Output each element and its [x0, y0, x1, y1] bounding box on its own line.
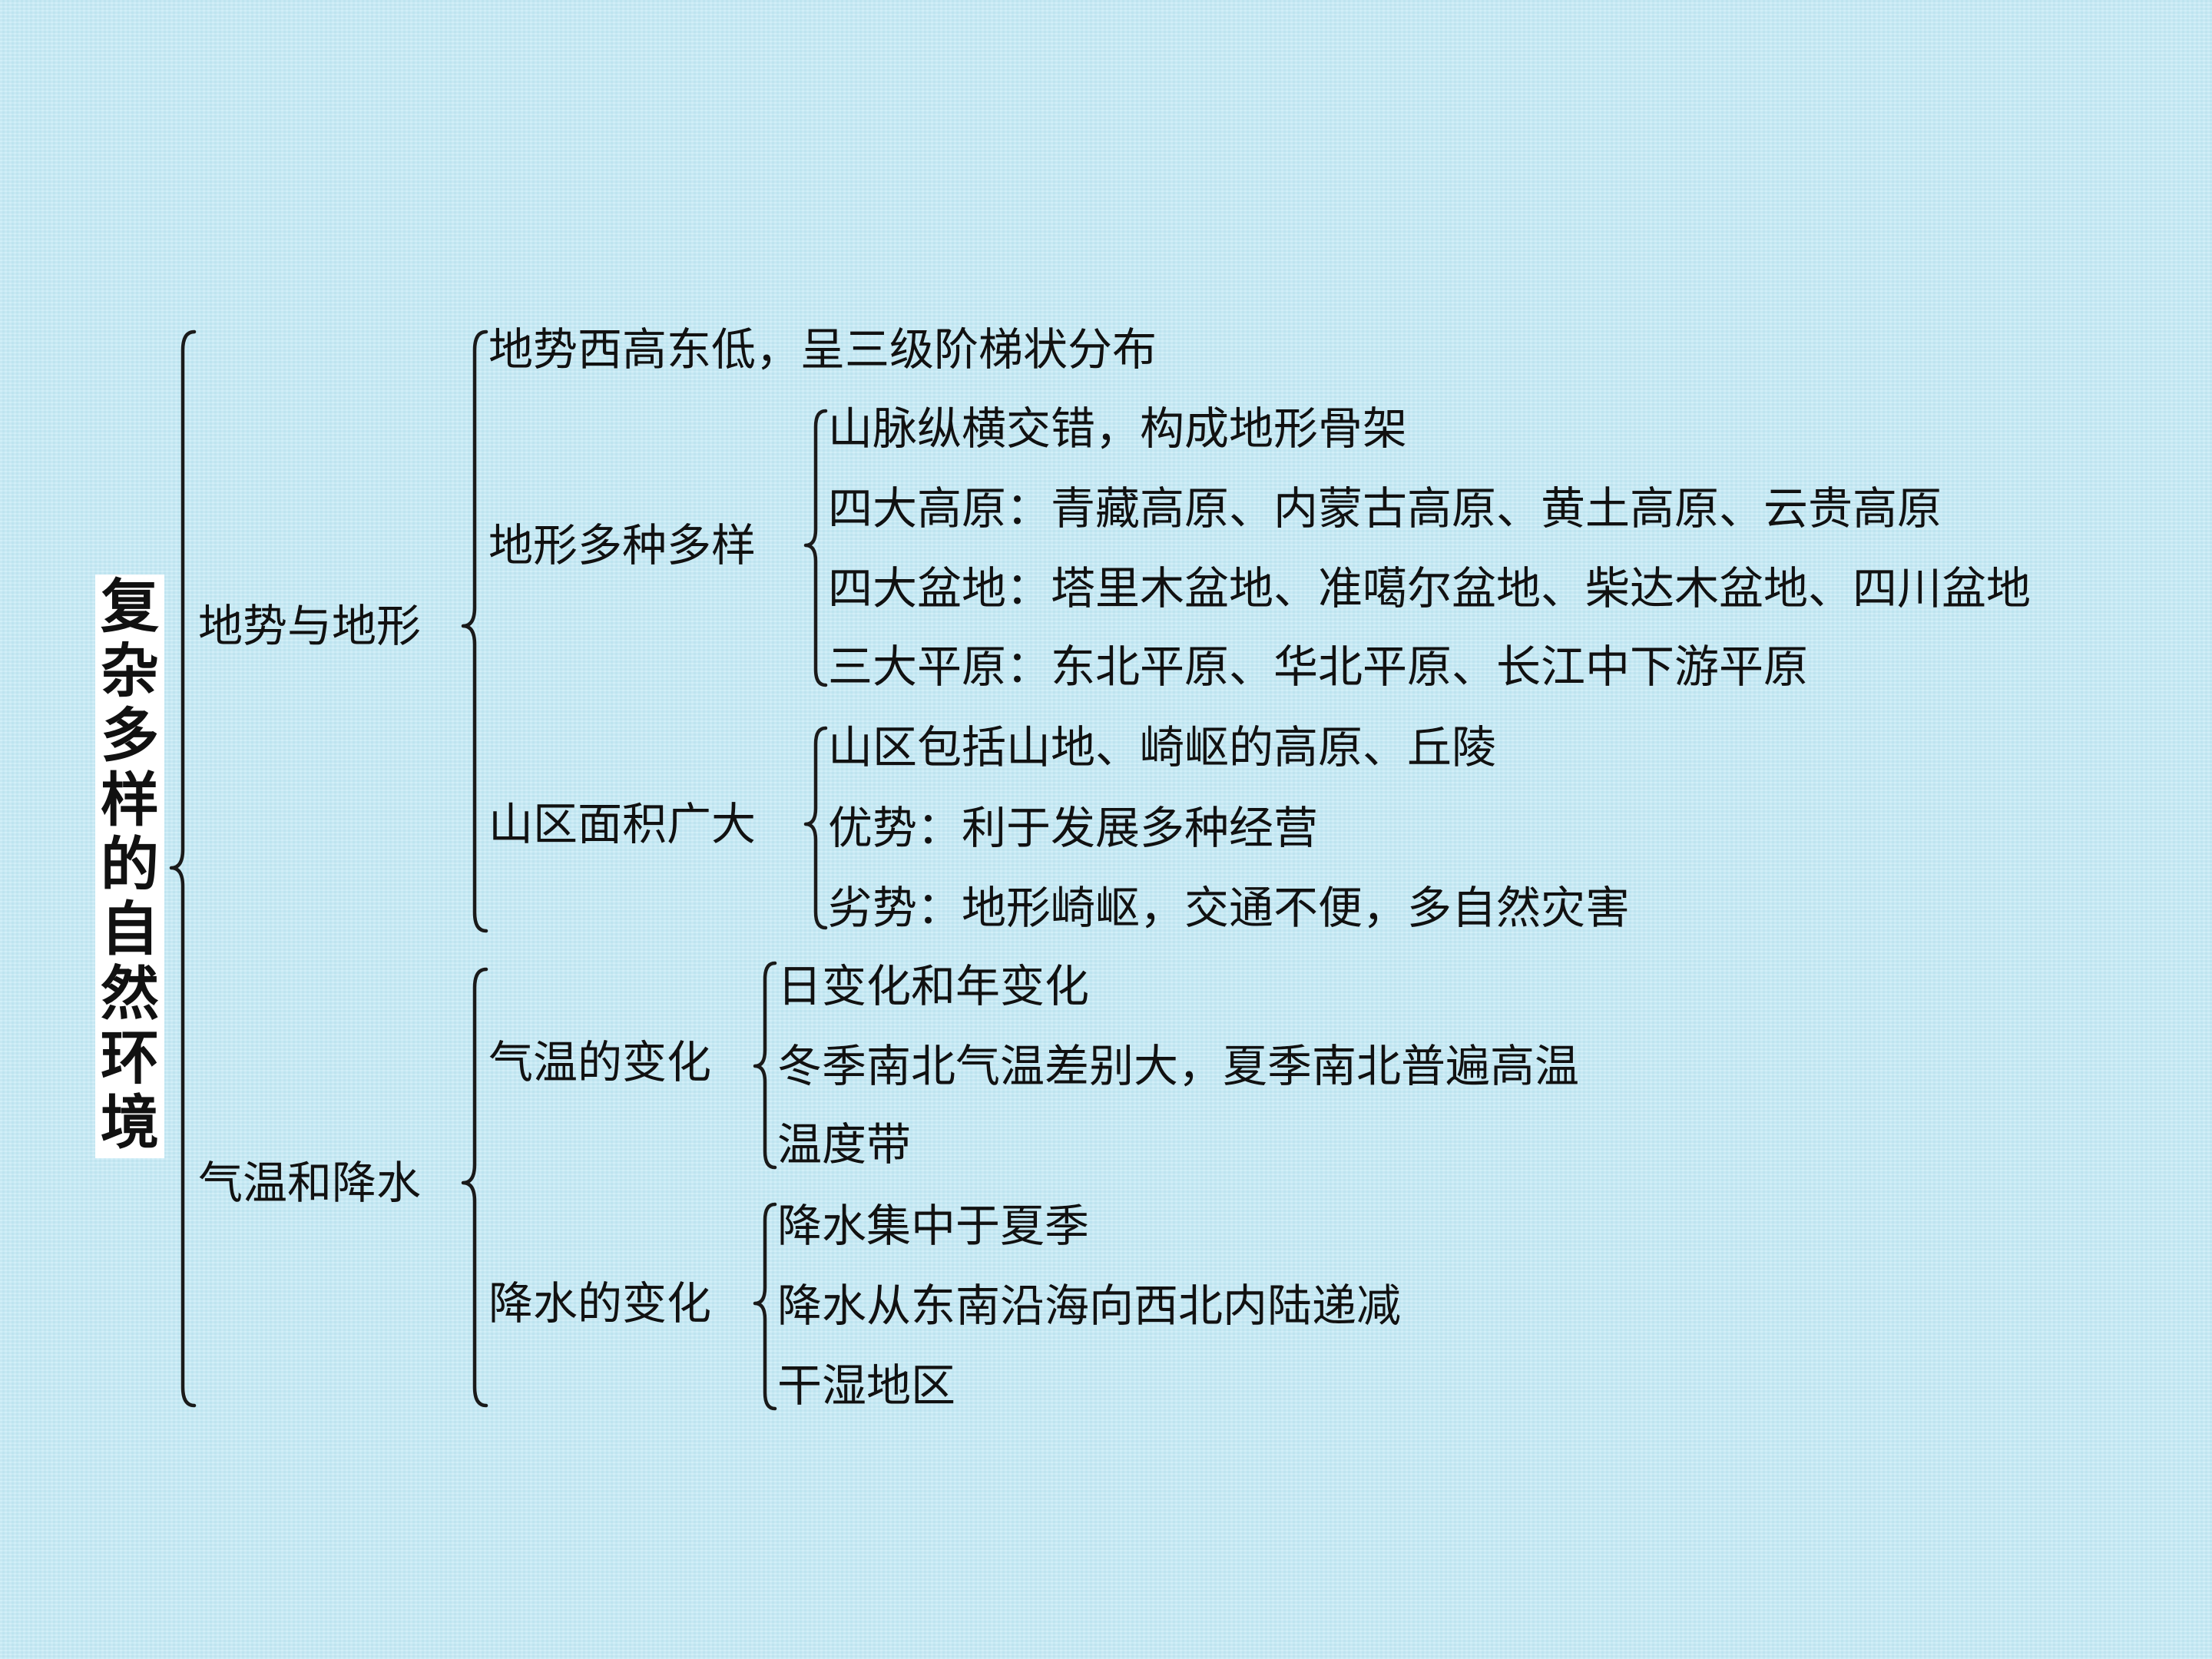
item-four-basins: 四大盆地：塔里木盆地、准噶尔盆地、柴达木盆地、四川盆地: [828, 562, 2032, 614]
item-mountain-includes: 山区包括山地、崎岖的高原、丘陵: [828, 721, 1497, 773]
item-three-plains: 三大平原：东北平原、华北平原、长江中下游平原: [828, 641, 1809, 693]
item-advantage: 优势：利于发展多种经营: [828, 802, 1319, 854]
title-char: 复: [101, 572, 159, 641]
title-char: 样: [101, 766, 159, 834]
branch-terrain: 地势与地形: [198, 600, 422, 652]
title-char: 然: [101, 959, 159, 1028]
title-char: 杂: [101, 637, 159, 705]
topic-mountain-area: 山区面积广大: [488, 798, 757, 850]
brace-temperature: [753, 961, 777, 1170]
main-title: 复 杂 多 样 的 自 然 环 境: [95, 575, 164, 1158]
title-char: 自: [101, 895, 159, 963]
topic-elevation: 地势西高东低，呈三级阶梯状分布: [488, 323, 1157, 376]
title-char: 的: [101, 830, 159, 899]
brace-root: [169, 329, 197, 1408]
item-dry-wet-regions: 干湿地区: [777, 1359, 956, 1412]
topic-precipitation: 降水的变化: [488, 1277, 712, 1330]
item-daily-annual: 日变化和年变化: [777, 960, 1090, 1012]
branch-climate: 气温和降水: [198, 1157, 422, 1209]
item-disadvantage: 劣势：地形崎岖，交通不便，多自然灾害: [828, 882, 1631, 934]
title-char: 环: [101, 1024, 159, 1092]
brace-mountain-area: [803, 726, 828, 930]
brace-precipitation: [753, 1202, 777, 1411]
title-char: 境: [101, 1088, 159, 1157]
brace-landforms: [803, 409, 828, 687]
topic-landforms: 地形多种多样: [488, 519, 757, 571]
brace-climate: [461, 967, 488, 1408]
brace-terrain: [461, 329, 488, 933]
item-winter-summer: 冬季南北气温差别大，夏季南北普遍高温: [777, 1040, 1580, 1092]
topic-temperature: 气温的变化: [488, 1036, 712, 1088]
item-temperature-zones: 温度带: [777, 1118, 912, 1171]
item-four-plateaus: 四大高原：青藏高原、内蒙古高原、黄土高原、云贵高原: [828, 482, 1942, 535]
item-summer-concentration: 降水集中于夏季: [777, 1200, 1090, 1252]
item-mountain-ranges: 山脉纵横交错，构成地形骨架: [828, 402, 1408, 455]
title-char: 多: [101, 701, 159, 770]
item-se-nw-decrease: 降水从东南沿海向西北内陆递减: [777, 1280, 1402, 1332]
